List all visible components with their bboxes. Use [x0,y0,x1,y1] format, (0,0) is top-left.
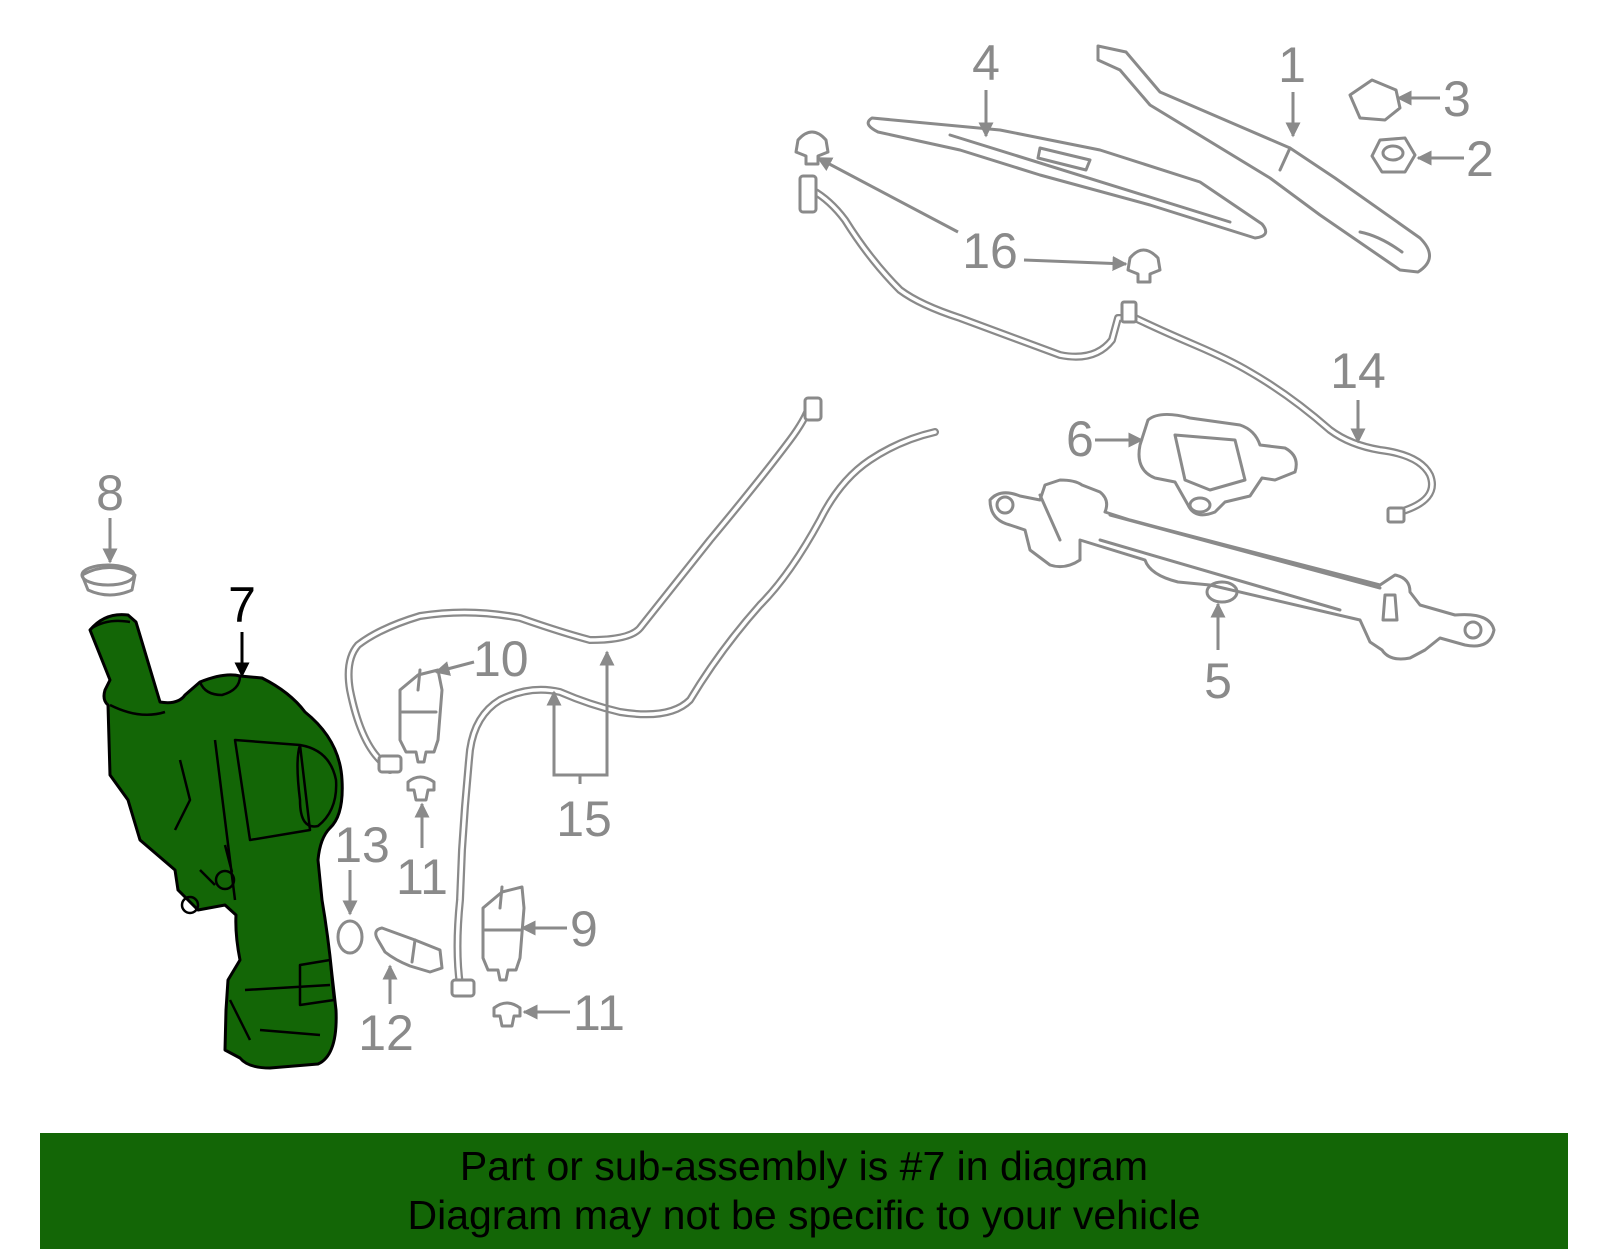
nozzle-part-16[interactable] [794,130,1162,284]
washer-reservoir-part-7[interactable] [88,613,344,1070]
reservoir-cap-part-8[interactable] [80,563,137,597]
hose-part-14[interactable] [798,174,1436,524]
wiper-blade-part-4[interactable] [866,116,1268,240]
callout-14: 14 [1330,343,1386,399]
callout-3: 3 [1443,71,1471,127]
leader-15a [546,690,582,784]
banner-line-disclaimer: Diagram may not be specific to your vehi… [407,1192,1201,1238]
info-banner: Part or sub-assembly is #7 in diagram Di… [40,1133,1568,1249]
callout-8: 8 [96,465,124,521]
leader-16b [1023,255,1128,271]
level-sensor-part-12[interactable] [374,926,444,974]
callout-6: 6 [1066,411,1094,467]
callout-12: 12 [358,1005,414,1061]
callout-11-lower: 11 [573,985,625,1041]
callout-5: 5 [1204,653,1232,709]
callout-9: 9 [570,901,598,957]
callout-2: 2 [1466,131,1494,187]
callout-4: 4 [972,35,1000,91]
nut-part-2[interactable] [1370,136,1417,174]
wiper-arm-part-1[interactable] [1096,44,1431,274]
hose-part-15[interactable] [344,396,939,998]
callout-11-upper: 11 [396,849,448,905]
callout-16: 16 [962,223,1018,279]
linkage-part-5[interactable] [988,478,1496,661]
washer-pump-part-10[interactable] [398,668,444,764]
leader-10 [434,660,475,676]
callout-1: 1 [1278,37,1306,93]
callout-13: 13 [334,817,390,873]
cap-part-3[interactable] [1348,78,1402,122]
wiper-motor-part-6[interactable] [1137,413,1298,517]
banner-line-part: Part or sub-assembly is #7 in diagram [459,1143,1149,1189]
leader-15b [580,650,615,777]
o-ring-part-13[interactable] [336,919,364,955]
callout-10: 10 [473,631,529,687]
callout-15: 15 [556,791,612,847]
grommet-part-11-upper[interactable] [406,775,436,802]
leader-16a [816,156,959,234]
callout-7: 7 [228,577,256,633]
washer-pump-part-9[interactable] [481,885,526,982]
grommet-part-11-lower[interactable] [492,1001,522,1028]
